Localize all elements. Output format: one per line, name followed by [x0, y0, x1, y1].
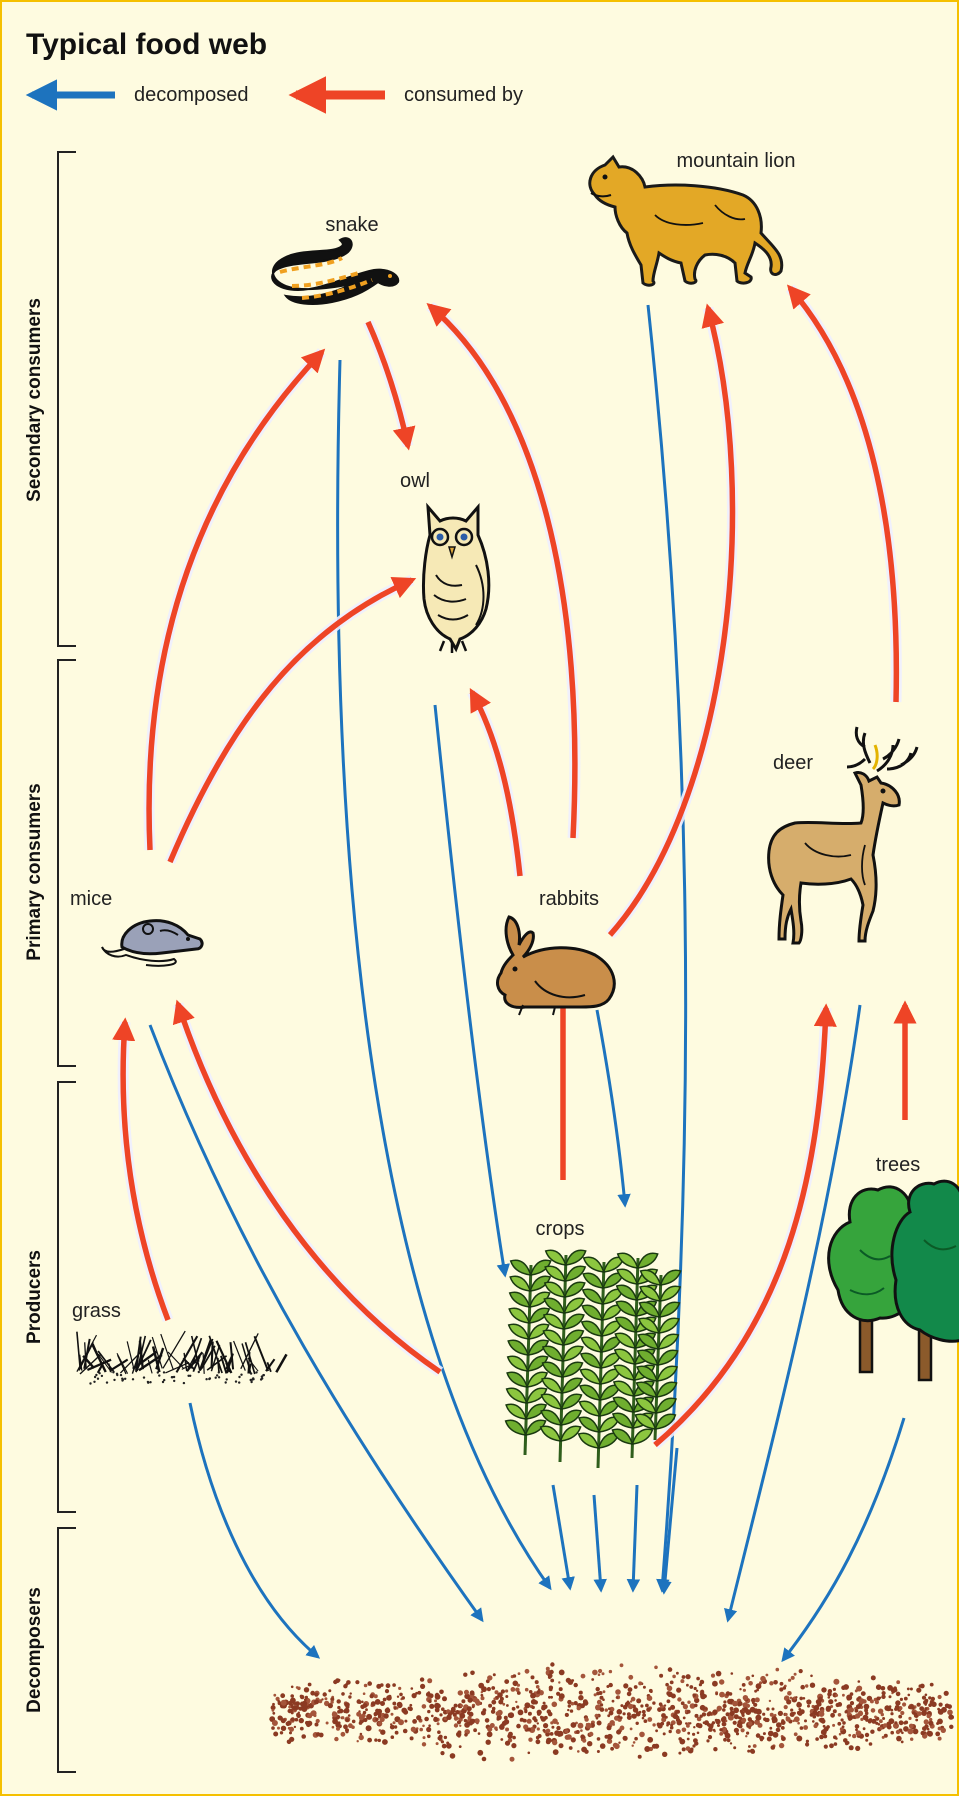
trees-label: trees: [876, 1154, 920, 1176]
level-label-secondary: Secondary consumers: [24, 298, 45, 502]
deer-label: deer: [773, 752, 813, 774]
mountain-lion-label: mountain lion: [677, 150, 796, 172]
grass-label: grass: [72, 1300, 121, 1322]
legend-consumed-label: consumed by: [404, 84, 523, 106]
figure-title: Typical food web: [26, 28, 267, 61]
rabbits-label: rabbits: [539, 888, 599, 910]
crops-label: crops: [536, 1218, 585, 1240]
level-label-producers: Producers: [24, 1250, 45, 1344]
level-label-primary: Primary consumers: [24, 783, 45, 960]
legend-decomposed-label: decomposed: [134, 84, 249, 106]
level-label-decomposers: Decomposers: [24, 1587, 45, 1713]
owl-label: owl: [400, 470, 430, 492]
snake-label: snake: [325, 214, 378, 236]
mice-label: mice: [70, 888, 112, 910]
